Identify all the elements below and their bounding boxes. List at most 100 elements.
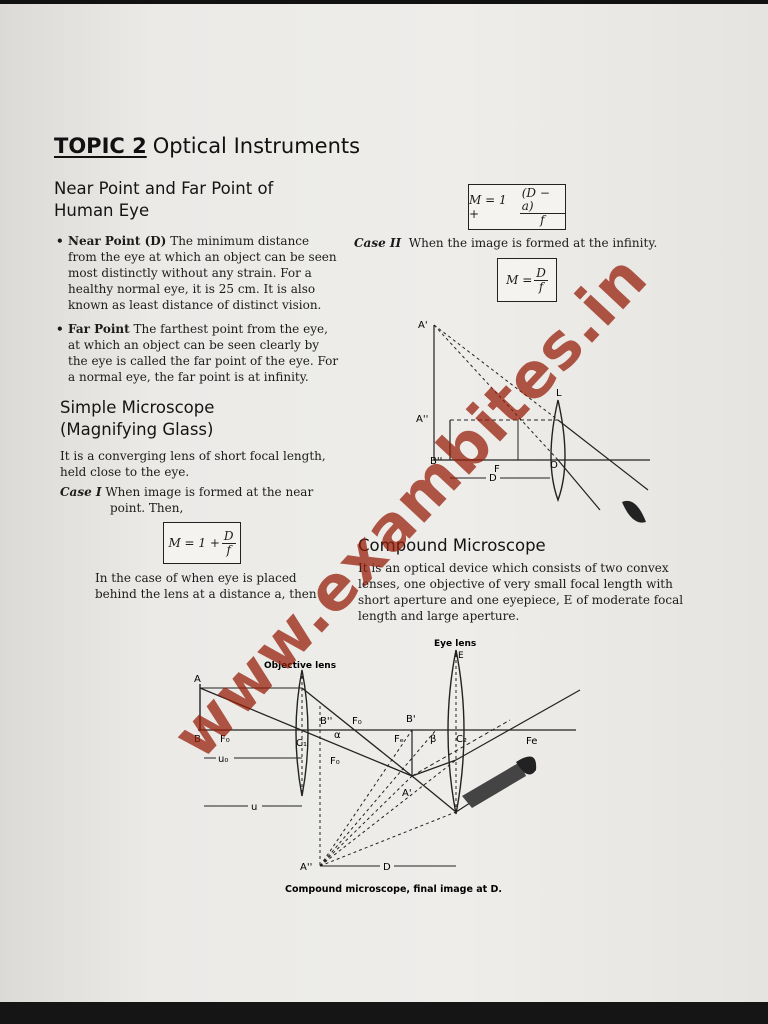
bottom-edge-bar (0, 1002, 768, 1024)
far-point-line: the eye is called the far point of the e… (68, 354, 339, 368)
bullet-icon: • (56, 322, 64, 336)
emergent-ray (455, 689, 581, 761)
diagram-caption: Compound microscope, final image at D. (285, 884, 502, 895)
refracted-ray (411, 775, 457, 813)
formula-denominator: f (540, 213, 545, 227)
formula-eye-distance: M = 1 + (D − a) f (468, 184, 566, 230)
label-eye-lens: Eye lens (434, 639, 476, 649)
simple-microscope-heading: Simple Microscope (Magnifying Glass) (60, 397, 350, 441)
compound-microscope-text: It is an optical device which consists o… (358, 560, 684, 624)
near-far-heading-line2: Human Eye (54, 201, 150, 220)
near-far-heading: Near Point and Far Point of Human Eye (54, 178, 344, 222)
case2-label: Case II (354, 236, 402, 250)
simple-microscope-intro-line: held close to the eye. (60, 465, 190, 479)
refracted-ray (557, 459, 601, 511)
near-point-line: from the eye at which an object can be s… (68, 250, 337, 264)
label-fo-3: F₀ (330, 756, 340, 767)
compound-line: length and large aperture. (358, 609, 520, 623)
case1-line: When image is formed at the near (105, 485, 314, 499)
label-beta: β (430, 734, 436, 745)
near-point-line: The minimum distance (170, 234, 310, 248)
label-alpha: α (334, 730, 341, 741)
formula-lhs: M = 1 + (469, 193, 507, 221)
objective-lens (295, 669, 309, 797)
refracted-ray (557, 419, 649, 491)
extension-ray (411, 719, 511, 777)
formula-numerator: D (221, 528, 236, 544)
label-a-dprime: A'' (416, 414, 428, 425)
simple-microscope-diagram: A' A'' B'' F O L D (416, 320, 650, 523)
formula-denominator: f (538, 279, 544, 294)
far-point-line: a normal eye, the far point is at infini… (68, 370, 309, 384)
far-point-line: at which an object can be seen clearly b… (68, 338, 320, 352)
case2-text: Case II When the image is formed at the … (354, 235, 684, 251)
label-objective-lens: Objective lens (264, 661, 336, 671)
label-a-dprime: A'' (300, 862, 312, 873)
near-point-line: known as least distance of distinct visi… (68, 298, 322, 312)
label-o: O (550, 460, 558, 471)
label-c2: C₂ (456, 734, 467, 745)
eye-distance-line: In the case of when eye is placed (95, 571, 297, 585)
formula-lhs: M = 1 + (168, 536, 220, 550)
case2-line: When the image is formed at the infinity… (408, 236, 658, 250)
formula-numerator: D (534, 265, 548, 281)
label-c1: C₁ (296, 738, 307, 749)
eye-icon (622, 500, 646, 523)
eye-distance-line: behind the lens at a distance a, then (95, 587, 317, 601)
near-point-term: Near Point (D) (68, 234, 167, 248)
eye-lens (447, 649, 465, 815)
topic-name: Optical Instruments (152, 134, 361, 158)
far-point-line: The farthest point from the eye, (133, 322, 328, 336)
simple-microscope-heading-line2: (Magnifying Glass) (60, 420, 214, 439)
far-point-term: Far Point (68, 322, 130, 336)
bullet-icon: • (56, 234, 64, 248)
case1-line: point. Then, (110, 501, 184, 515)
refracted-ray (411, 759, 457, 777)
simple-microscope-heading-line1: Simple Microscope (60, 398, 215, 417)
top-edge-bar (0, 0, 768, 4)
label-a-prime: A' (418, 320, 428, 331)
label-fe-right: Fe (526, 736, 537, 747)
label-d: D (383, 862, 391, 873)
formula-numerator: (D − a) (519, 187, 565, 214)
eye-icon (516, 756, 537, 775)
case1-label: Case I (60, 485, 102, 499)
label-a-prime: A' (402, 788, 412, 799)
virtual-ray (319, 729, 437, 867)
virtual-ray (319, 811, 457, 867)
page-background (0, 4, 768, 1002)
compound-microscope-heading: Compound Microscope (358, 536, 546, 555)
label-d: D (489, 473, 497, 484)
label-l: L (556, 388, 562, 399)
near-point-line: healthy normal eye, it is 25 cm. It is a… (68, 282, 316, 296)
formula-fraction: D f (221, 528, 236, 557)
label-a: A (194, 674, 201, 685)
near-far-heading-line1: Near Point and Far Point of (54, 179, 274, 198)
formula-near-point: M = 1 + D f (163, 522, 241, 564)
near-point-line: most distinctly without any strain. For … (68, 266, 312, 280)
label-fo-2: F₀ (352, 716, 362, 727)
compound-microscope-diagram: Eye lens E Objective lens A B F₀ C₁ α B'… (194, 639, 581, 895)
formula-denominator: f (226, 542, 231, 557)
label-f: F (494, 464, 500, 475)
near-point-bullet: • Near Point (D) The minimum distance fr… (56, 233, 346, 313)
formula-lhs: M = (506, 273, 533, 287)
ray-through-c1 (199, 687, 413, 777)
formula-fraction: D f (534, 265, 548, 294)
label-fo: F₀ (220, 734, 230, 745)
compound-line: short aperture and one eyepiece, E of mo… (358, 593, 684, 607)
virtual-ray (433, 324, 559, 421)
label-u0: u₀ (218, 754, 228, 765)
eye-distance-text: In the case of when eye is placed behind… (95, 570, 355, 602)
compound-line: It is an optical device which consists o… (358, 561, 669, 575)
label-b: B (194, 734, 201, 745)
virtual-ray (319, 729, 413, 867)
simple-microscope-intro-line: It is a converging lens of short focal l… (60, 449, 326, 463)
ray-through-fo (301, 687, 413, 777)
label-u: u (251, 802, 257, 813)
label-b-dprime: B'' (320, 716, 332, 727)
virtual-ray (319, 775, 413, 867)
label-b-prime: B' (406, 714, 416, 725)
convex-lens (550, 399, 566, 503)
